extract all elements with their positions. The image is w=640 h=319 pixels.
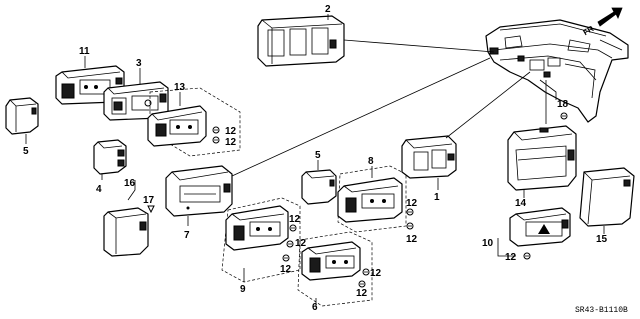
clip-icon: [147, 205, 155, 214]
callout-8: 8: [368, 156, 374, 167]
part-2-switch-bezel: [257, 15, 345, 67]
screw-icon: [362, 268, 370, 276]
screw-icon: [286, 240, 294, 248]
callout-5-left: 5: [23, 146, 29, 157]
part-9-switch: [225, 205, 289, 251]
callout-12-i: 12: [356, 288, 368, 299]
callout-12-a: 12: [225, 126, 237, 137]
part-5-blank-cover-center: [301, 169, 337, 205]
part-6-switch: [301, 241, 361, 281]
part-4-switch: [93, 139, 127, 175]
part-13-switch: [147, 105, 207, 147]
callout-18: 18: [557, 99, 569, 110]
callout-7: 7: [184, 230, 190, 241]
callout-11: 11: [79, 46, 90, 57]
callout-12-d: 12: [295, 238, 307, 249]
callout-12-j: 12: [505, 252, 517, 263]
callout-12-c: 12: [289, 214, 301, 225]
callout-4: 4: [96, 184, 102, 195]
callout-1: 1: [434, 192, 440, 203]
part-6-group-outline: [297, 231, 373, 307]
front-direction-arrow-icon: [597, 7, 623, 27]
callout-2: 2: [325, 4, 331, 15]
part-14-pocket: [507, 125, 577, 191]
callout-15: 15: [596, 234, 608, 245]
part-code: SR43-B1110B: [575, 306, 628, 315]
part-8-group-outline: [337, 165, 407, 233]
part-10-hazard-switch: [509, 207, 571, 247]
screw-icon: [289, 224, 297, 232]
screw-icon: [282, 254, 290, 262]
screw-icon: [406, 222, 414, 230]
part-16-blank-panel: [103, 207, 149, 257]
dashboard-assembly: [485, 19, 629, 123]
callout-3: 3: [136, 58, 142, 69]
screw-icon: [358, 280, 366, 288]
callout-12-b: 12: [225, 137, 237, 148]
part-1-switch-bezel: [401, 135, 457, 179]
callout-9: 9: [240, 284, 246, 295]
callout-10: 10: [482, 238, 494, 249]
callout-12-g: 12: [406, 234, 418, 245]
callout-16: 16: [124, 178, 136, 189]
part-15-lid: [579, 167, 635, 227]
part-5-blank-cover: [5, 97, 39, 135]
callout-12-e: 12: [280, 264, 292, 275]
screw-icon: [212, 126, 220, 134]
part-9-group-outline: [221, 197, 301, 283]
part-7-switch-panel: [165, 165, 233, 217]
callout-12-f: 12: [406, 198, 418, 209]
callout-6: 6: [312, 302, 318, 313]
screw-icon: [560, 112, 568, 120]
callout-5-center: 5: [315, 150, 321, 161]
callout-12-h: 12: [370, 268, 382, 279]
callout-13: 13: [174, 82, 186, 93]
screw-icon: [212, 136, 220, 144]
screw-icon: [406, 208, 414, 216]
callout-17: 17: [143, 195, 155, 206]
callout-14: 14: [515, 198, 527, 209]
screw-icon: [523, 252, 531, 260]
part-8-switch: [337, 177, 403, 223]
